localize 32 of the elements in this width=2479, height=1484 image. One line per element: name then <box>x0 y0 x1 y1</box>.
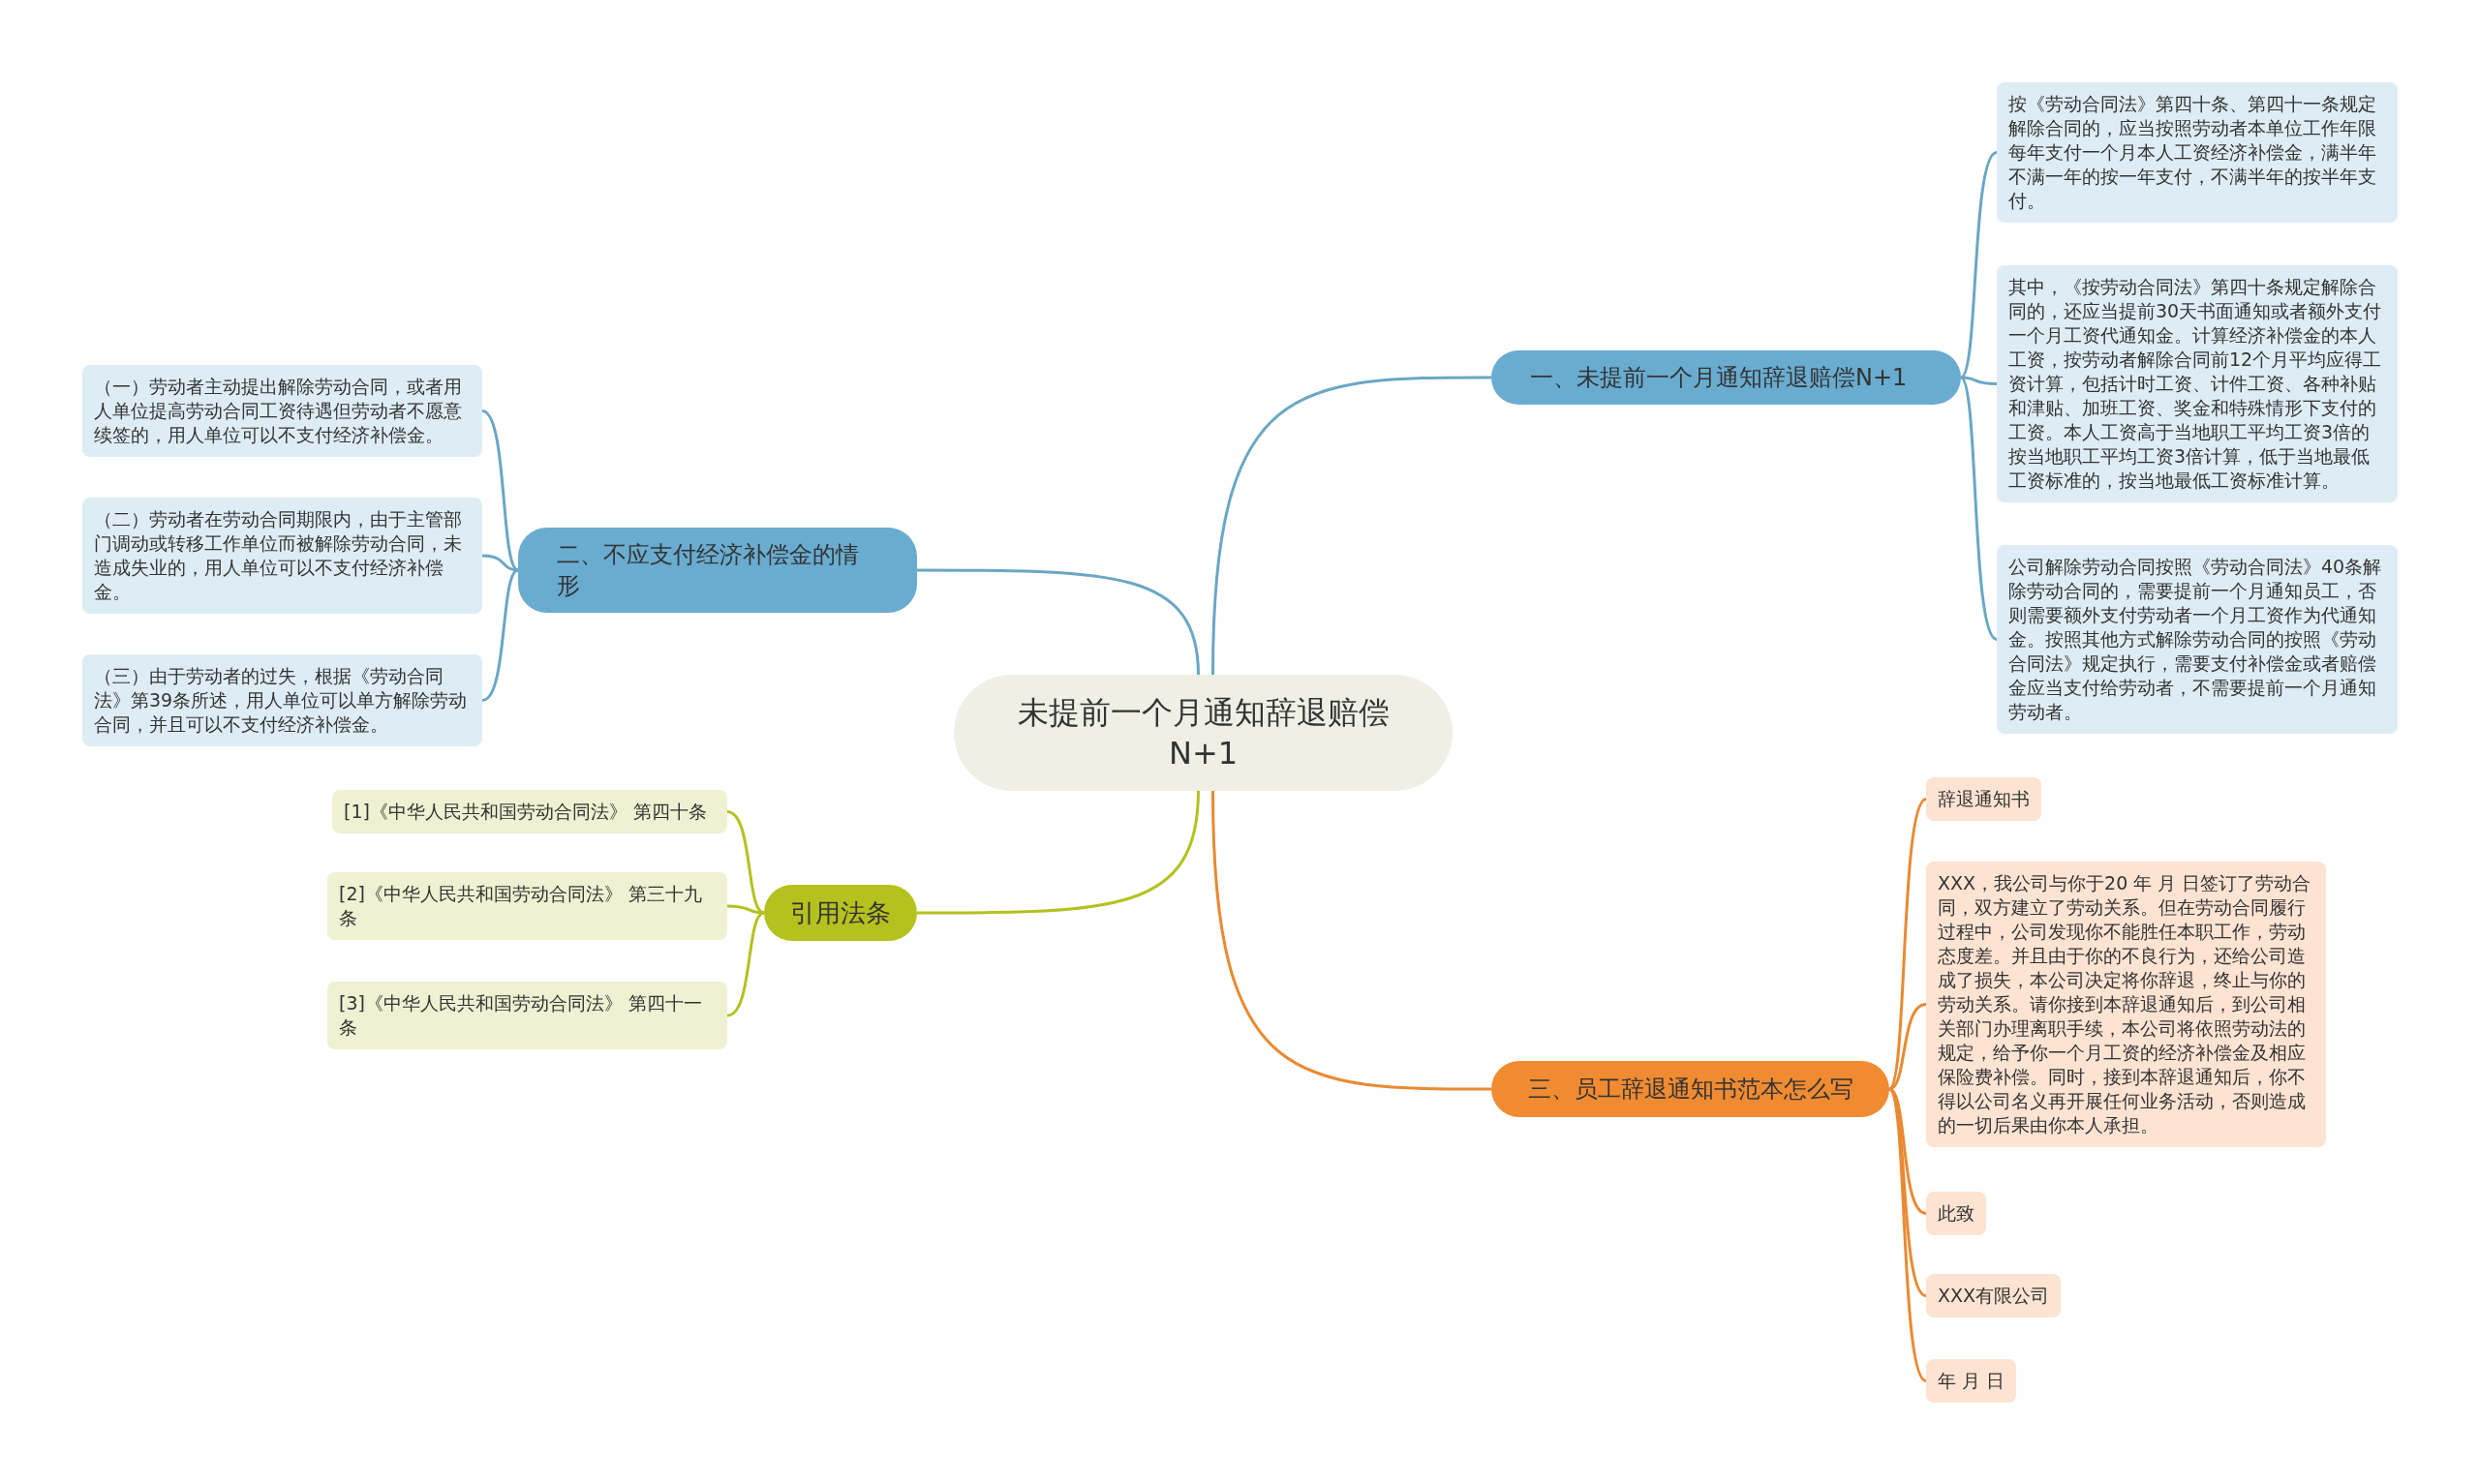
connector-line <box>1888 1003 1927 1091</box>
note-box: 按《劳动合同法》第四十条、第四十一条规定解除合同的，应当按照劳动者本单位工作年限每年支付一个月本人工资经济补偿金，满半年不满一年的按一年支付，不满半年的按半年支付。 <box>1997 82 2398 223</box>
note-box: （一）劳动者主动提出解除劳动合同，或者用人单位提高劳动合同工资待遇但劳动者不愿意续签的，用人单位可以不支付经济补偿金。 <box>82 365 482 457</box>
note-box: 公司解除劳动合同按照《劳动合同法》40条解除劳动合同的，需要提前一个月通知员工，否则需要额外支付劳动者一个月工资作为代通知金。按照其他方式解除劳动合同的按照《劳动合同法》规定执行，需要支付补偿金或者赔偿金应当支付给劳动者，不需要提前一个月通知劳动者。 <box>1997 545 2398 734</box>
note-box: [2]《中华人民共和国劳动合同法》 第三十九条 <box>327 872 727 940</box>
note-box: 年 月 日 <box>1926 1359 2017 1403</box>
connector-line <box>481 568 519 702</box>
note-box: [3]《中华人民共和国劳动合同法》 第四十一条 <box>327 982 727 1049</box>
note-box: 此致 <box>1926 1192 1986 1235</box>
connector-line <box>917 790 1200 915</box>
note-box: XXX有限公司 <box>1926 1274 2062 1317</box>
connector-line <box>1960 376 1998 385</box>
connector-line <box>1959 377 1998 641</box>
connector-line <box>1959 151 1998 379</box>
note-box: XXX，我公司与你于20 年 月 日签订了劳动合同，双方建立了劳动关系。但在劳动合同履行过程中，公司发现你不能胜任本职工作，劳动态度差。并且由于你的不良行为，还给公司造成了损失，本公司决定将你辞退，终止与你的劳动关系。请你接到本辞退通知后，到公司相关部门办理离职手续，本公司将依照劳动法的规定，给予你一个月工资的经济补偿金及相应保险费补偿。同时，接到本辞退通知后，你不得以公司名义再开展任何业务活动，否则造成的一切后果由你本人承担。 <box>1926 862 2326 1147</box>
connector-line <box>1887 1088 1928 1382</box>
connector-line <box>917 568 1200 676</box>
note-box: 其中，《按劳动合同法》第四十条规定解除合同的，还应当提前30天书面通知或者额外支付一个月工资代通知金。计算经济补偿金的本人工资，按劳动者解除合同前12个月平均应得工资计算，包括计时工资、计件工资、各种补贴和津贴、加班工资、奖金和特殊情形下支付的工资。本人工资高于当地职工平均工资3倍的按当地职工平均工资3倍计算，低于当地最低工资标准的，按当地最低工资标准计算。 <box>1997 265 2398 502</box>
topic-box: 一、未提前一个月通知辞退赔偿N+1 <box>1491 350 1961 405</box>
connector-line <box>1887 798 1928 1090</box>
note-box: [1]《中华人民共和国劳动合同法》 第四十条 <box>332 790 727 833</box>
topic-box: 三、员工辞退通知书范本怎么写 <box>1491 1061 1889 1117</box>
connector-line <box>1211 376 1491 676</box>
note-box: （二）劳动者在劳动合同期限内，由于主管部门调动或转移工作单位而被解除劳动合同，未造成失业的，用人单位可以不支付经济补偿金。 <box>82 498 482 614</box>
connector-line <box>726 911 765 1017</box>
topic-box: 引用法条 <box>764 885 917 941</box>
note-box: （三）由于劳动者的过失，根据《劳动合同法》第39条所述，用人单位可以单方解除劳动合同，并且可以不支付经济补偿金。 <box>82 654 482 746</box>
central-topic: 未提前一个月通知辞退赔偿N+1 <box>954 675 1453 791</box>
topic-box: 二、不应支付经济补偿金的情形 <box>518 528 917 613</box>
connector-line <box>1211 790 1491 1091</box>
connector-line <box>726 904 765 915</box>
note-box: 辞退通知书 <box>1926 777 2041 821</box>
